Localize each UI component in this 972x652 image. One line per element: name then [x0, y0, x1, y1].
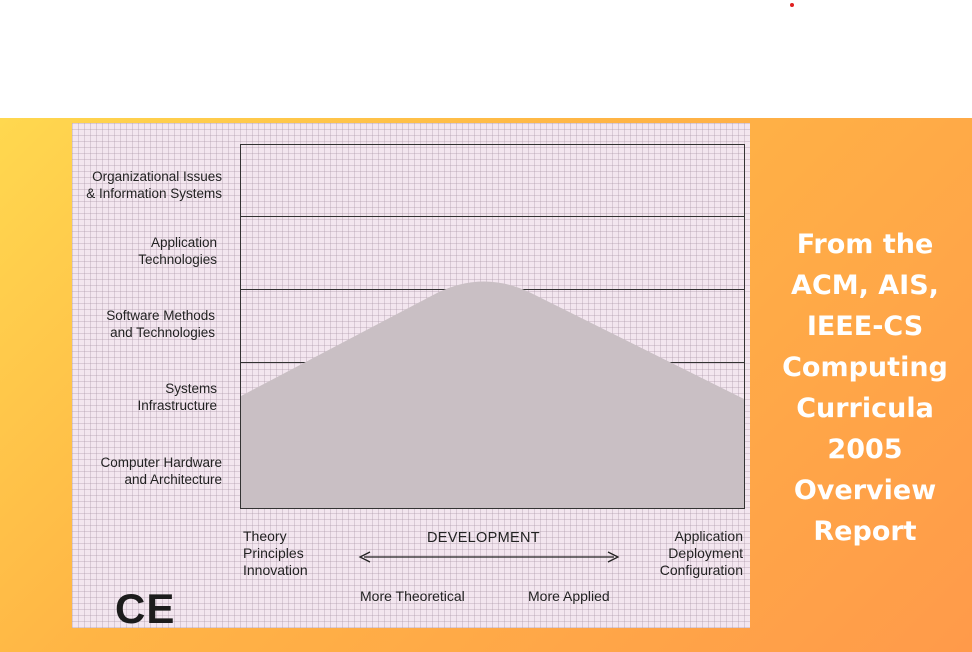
more-theoretical-label: More Theoretical: [360, 588, 465, 604]
coverage-shape: [241, 281, 744, 508]
row-label-app-tech: Application Technologies: [138, 235, 217, 267]
arrow-head-right: [607, 551, 620, 563]
development-label: DEVELOPMENT: [427, 530, 540, 546]
right-corner-label: Application Deployment Configuration: [659, 528, 743, 578]
red-dot: [790, 3, 794, 7]
more-applied-label: More Applied: [528, 588, 610, 604]
discipline-label: CE: [115, 585, 176, 632]
diagram-shapes: [240, 144, 745, 563]
top-whitespace: [0, 0, 972, 118]
row-label-org-issues: Organizational Issues & Information Syst…: [86, 169, 222, 201]
left-corner-label: Theory Principles Innovation: [243, 528, 308, 578]
source-caption: From the ACM, AIS, IEEE-CS Computing Cur…: [782, 229, 948, 547]
arrow-head-left: [358, 551, 371, 563]
row-label-software-methods: Software Methods and Technologies: [106, 308, 215, 340]
curriculum-diagram: Organizational Issues & Information Syst…: [72, 123, 750, 632]
diagram-frame: [240, 144, 745, 509]
row-label-systems-infra: Systems Infrastructure: [137, 381, 217, 413]
row-label-hardware: Computer Hardware and Architecture: [100, 455, 222, 487]
